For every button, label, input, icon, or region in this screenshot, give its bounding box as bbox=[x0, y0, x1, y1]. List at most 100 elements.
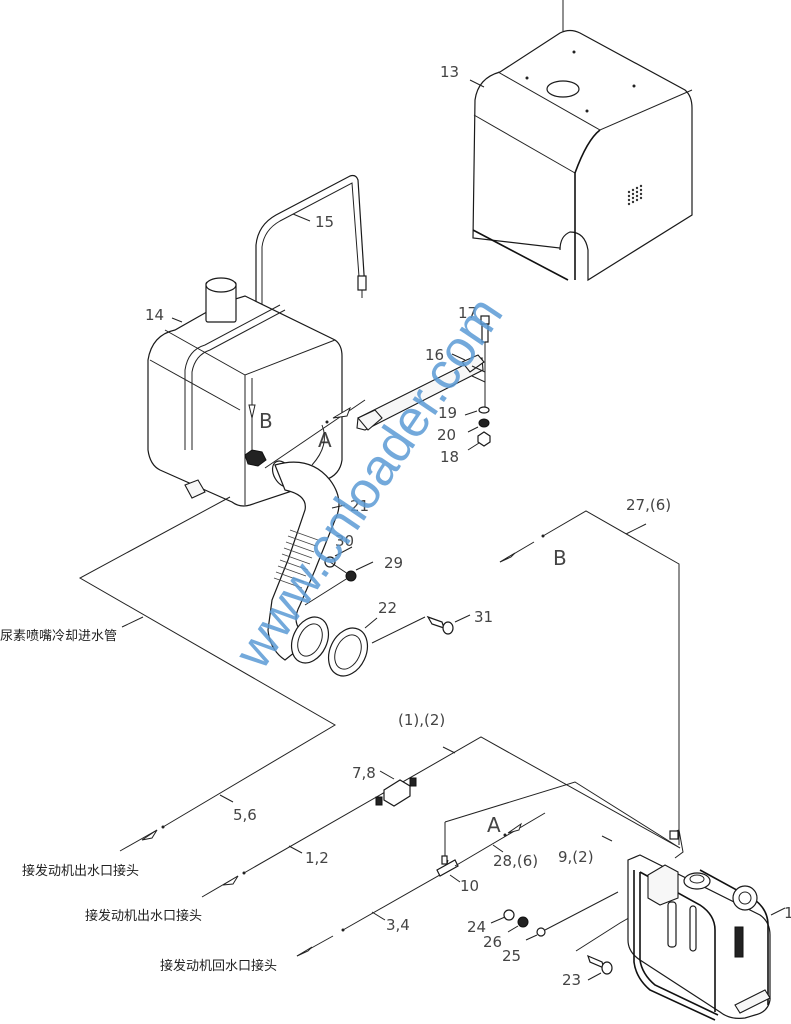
flow-line bbox=[119, 829, 158, 852]
leader-line bbox=[469, 79, 485, 88]
part-18-nut: 18 bbox=[440, 431, 491, 466]
flange-plate bbox=[290, 616, 330, 664]
tank-filler-cap bbox=[732, 885, 758, 911]
part-label-26: 26 bbox=[483, 933, 502, 951]
part-label-10: 10 bbox=[460, 877, 479, 895]
connection-letter-a: A bbox=[318, 428, 332, 452]
part-23-bolt: 23 bbox=[562, 899, 661, 989]
leader-line bbox=[449, 874, 461, 883]
fastener-axis bbox=[329, 561, 352, 577]
cooling-inlet-pipe-route: 尿素喷嘴冷却进水管 5,6 接发动机出水口接头 bbox=[0, 496, 336, 879]
part-label-1-2: 1,2 bbox=[305, 849, 329, 867]
bolt-shank bbox=[426, 615, 445, 629]
washer bbox=[478, 406, 490, 414]
valve-connector bbox=[375, 796, 383, 806]
part-label-30: 30 bbox=[335, 532, 354, 550]
leader-line bbox=[770, 907, 786, 916]
connection-point bbox=[541, 534, 545, 538]
tank-filler-cap bbox=[205, 277, 237, 293]
part-label-21: 21 bbox=[350, 497, 369, 515]
nut bbox=[477, 431, 491, 447]
connection-point bbox=[503, 833, 507, 837]
connection-letter-a: A bbox=[487, 813, 501, 837]
strap-end bbox=[461, 354, 485, 373]
pipe-route-line bbox=[78, 496, 336, 828]
leader-line bbox=[288, 845, 303, 854]
part-label-24: 24 bbox=[467, 918, 486, 936]
screw-dot bbox=[572, 50, 576, 54]
strap-leader bbox=[471, 365, 486, 383]
leader-line bbox=[171, 317, 183, 323]
part-19-washer: 19 bbox=[438, 404, 490, 422]
connection-point bbox=[161, 825, 165, 829]
part-label-15: 15 bbox=[315, 213, 334, 231]
cover-hole bbox=[546, 80, 580, 98]
arrow-icon bbox=[499, 552, 516, 563]
part-16-strap: 16 bbox=[356, 346, 485, 431]
annotation-engine-return: 接发动机回水口接头 bbox=[160, 958, 277, 974]
part-10-tee: A 10 28,(6) 9,(2) bbox=[436, 781, 681, 895]
part-label-5-6: 5,6 bbox=[233, 806, 257, 824]
part-label-3-4: 3,4 bbox=[386, 916, 410, 934]
tank-foot bbox=[734, 989, 771, 1014]
frame-tube bbox=[639, 872, 719, 1016]
outline-curve bbox=[311, 424, 325, 466]
part-label-19: 19 bbox=[438, 404, 457, 422]
fastener-axis bbox=[304, 575, 352, 606]
part-label-29: 29 bbox=[384, 554, 403, 572]
line-3-4: 3,4 接发动机回水口接头 bbox=[160, 859, 449, 974]
part-20-spring-washer: 20 bbox=[437, 418, 490, 444]
part-30-29-fasteners: 30 29 bbox=[304, 532, 403, 606]
pipe-bellows bbox=[273, 529, 319, 589]
part-label-28-6: 28,(6) bbox=[493, 852, 538, 870]
bracket-end-clip bbox=[357, 275, 367, 291]
part-label-18: 18 bbox=[440, 448, 459, 466]
leader-line bbox=[355, 561, 374, 571]
tee-body bbox=[436, 859, 459, 877]
leader-line bbox=[371, 911, 386, 921]
washer-26 bbox=[517, 916, 529, 928]
part-7-8-valve bbox=[375, 777, 417, 807]
tank-sight-slot bbox=[667, 901, 677, 948]
valve-body bbox=[383, 779, 411, 807]
pipe-body bbox=[267, 461, 340, 661]
part-label-16: 16 bbox=[425, 346, 444, 364]
part-1-tank-assembly: 1 bbox=[627, 829, 791, 1021]
bolt-head bbox=[601, 961, 613, 975]
part-15-bracket: 15 bbox=[253, 174, 367, 350]
pipe-route-line bbox=[542, 510, 680, 845]
tee-branch bbox=[441, 855, 448, 865]
leader-line bbox=[454, 614, 471, 623]
part-label-7-8: 7,8 bbox=[352, 764, 376, 782]
arrow-icon bbox=[296, 946, 313, 957]
part-22-flange: 22 bbox=[290, 599, 426, 677]
tank-side-line bbox=[149, 359, 241, 411]
part-17-bolt: 17 bbox=[458, 304, 490, 410]
connection-letter-b: B bbox=[553, 546, 567, 570]
tank-top-cap-inner bbox=[689, 874, 705, 884]
screw-dot bbox=[632, 84, 636, 88]
part-label-22: 22 bbox=[378, 599, 397, 617]
annotation-engine-outlet-2: 接发动机出水口接头 bbox=[85, 908, 202, 924]
leader-line bbox=[379, 770, 395, 780]
leader-line bbox=[451, 353, 466, 361]
connection-point bbox=[242, 871, 246, 875]
part-label-14: 14 bbox=[145, 306, 164, 324]
strap-end bbox=[357, 409, 383, 431]
line-1-2: (1),(2) 7,8 1,2 接发动机出水口接头 bbox=[85, 711, 681, 924]
cover-bottom-edge bbox=[472, 229, 569, 281]
flow-line-a bbox=[454, 812, 546, 867]
leader-line bbox=[334, 546, 353, 557]
screw-dot bbox=[585, 109, 589, 113]
tank-level-gauge bbox=[734, 926, 744, 958]
fastener-group-24-26-25: 24 26 25 bbox=[467, 891, 619, 965]
tank-strap-line bbox=[184, 304, 281, 450]
part-label-13: 13 bbox=[440, 63, 459, 81]
frame-tube bbox=[633, 870, 716, 1021]
leader-line bbox=[601, 835, 613, 842]
leader-line bbox=[490, 916, 506, 924]
arrow-icon bbox=[141, 829, 158, 841]
tank-foot bbox=[184, 479, 206, 499]
arrow-icon bbox=[332, 406, 351, 419]
bolt-axis-line bbox=[544, 891, 619, 931]
